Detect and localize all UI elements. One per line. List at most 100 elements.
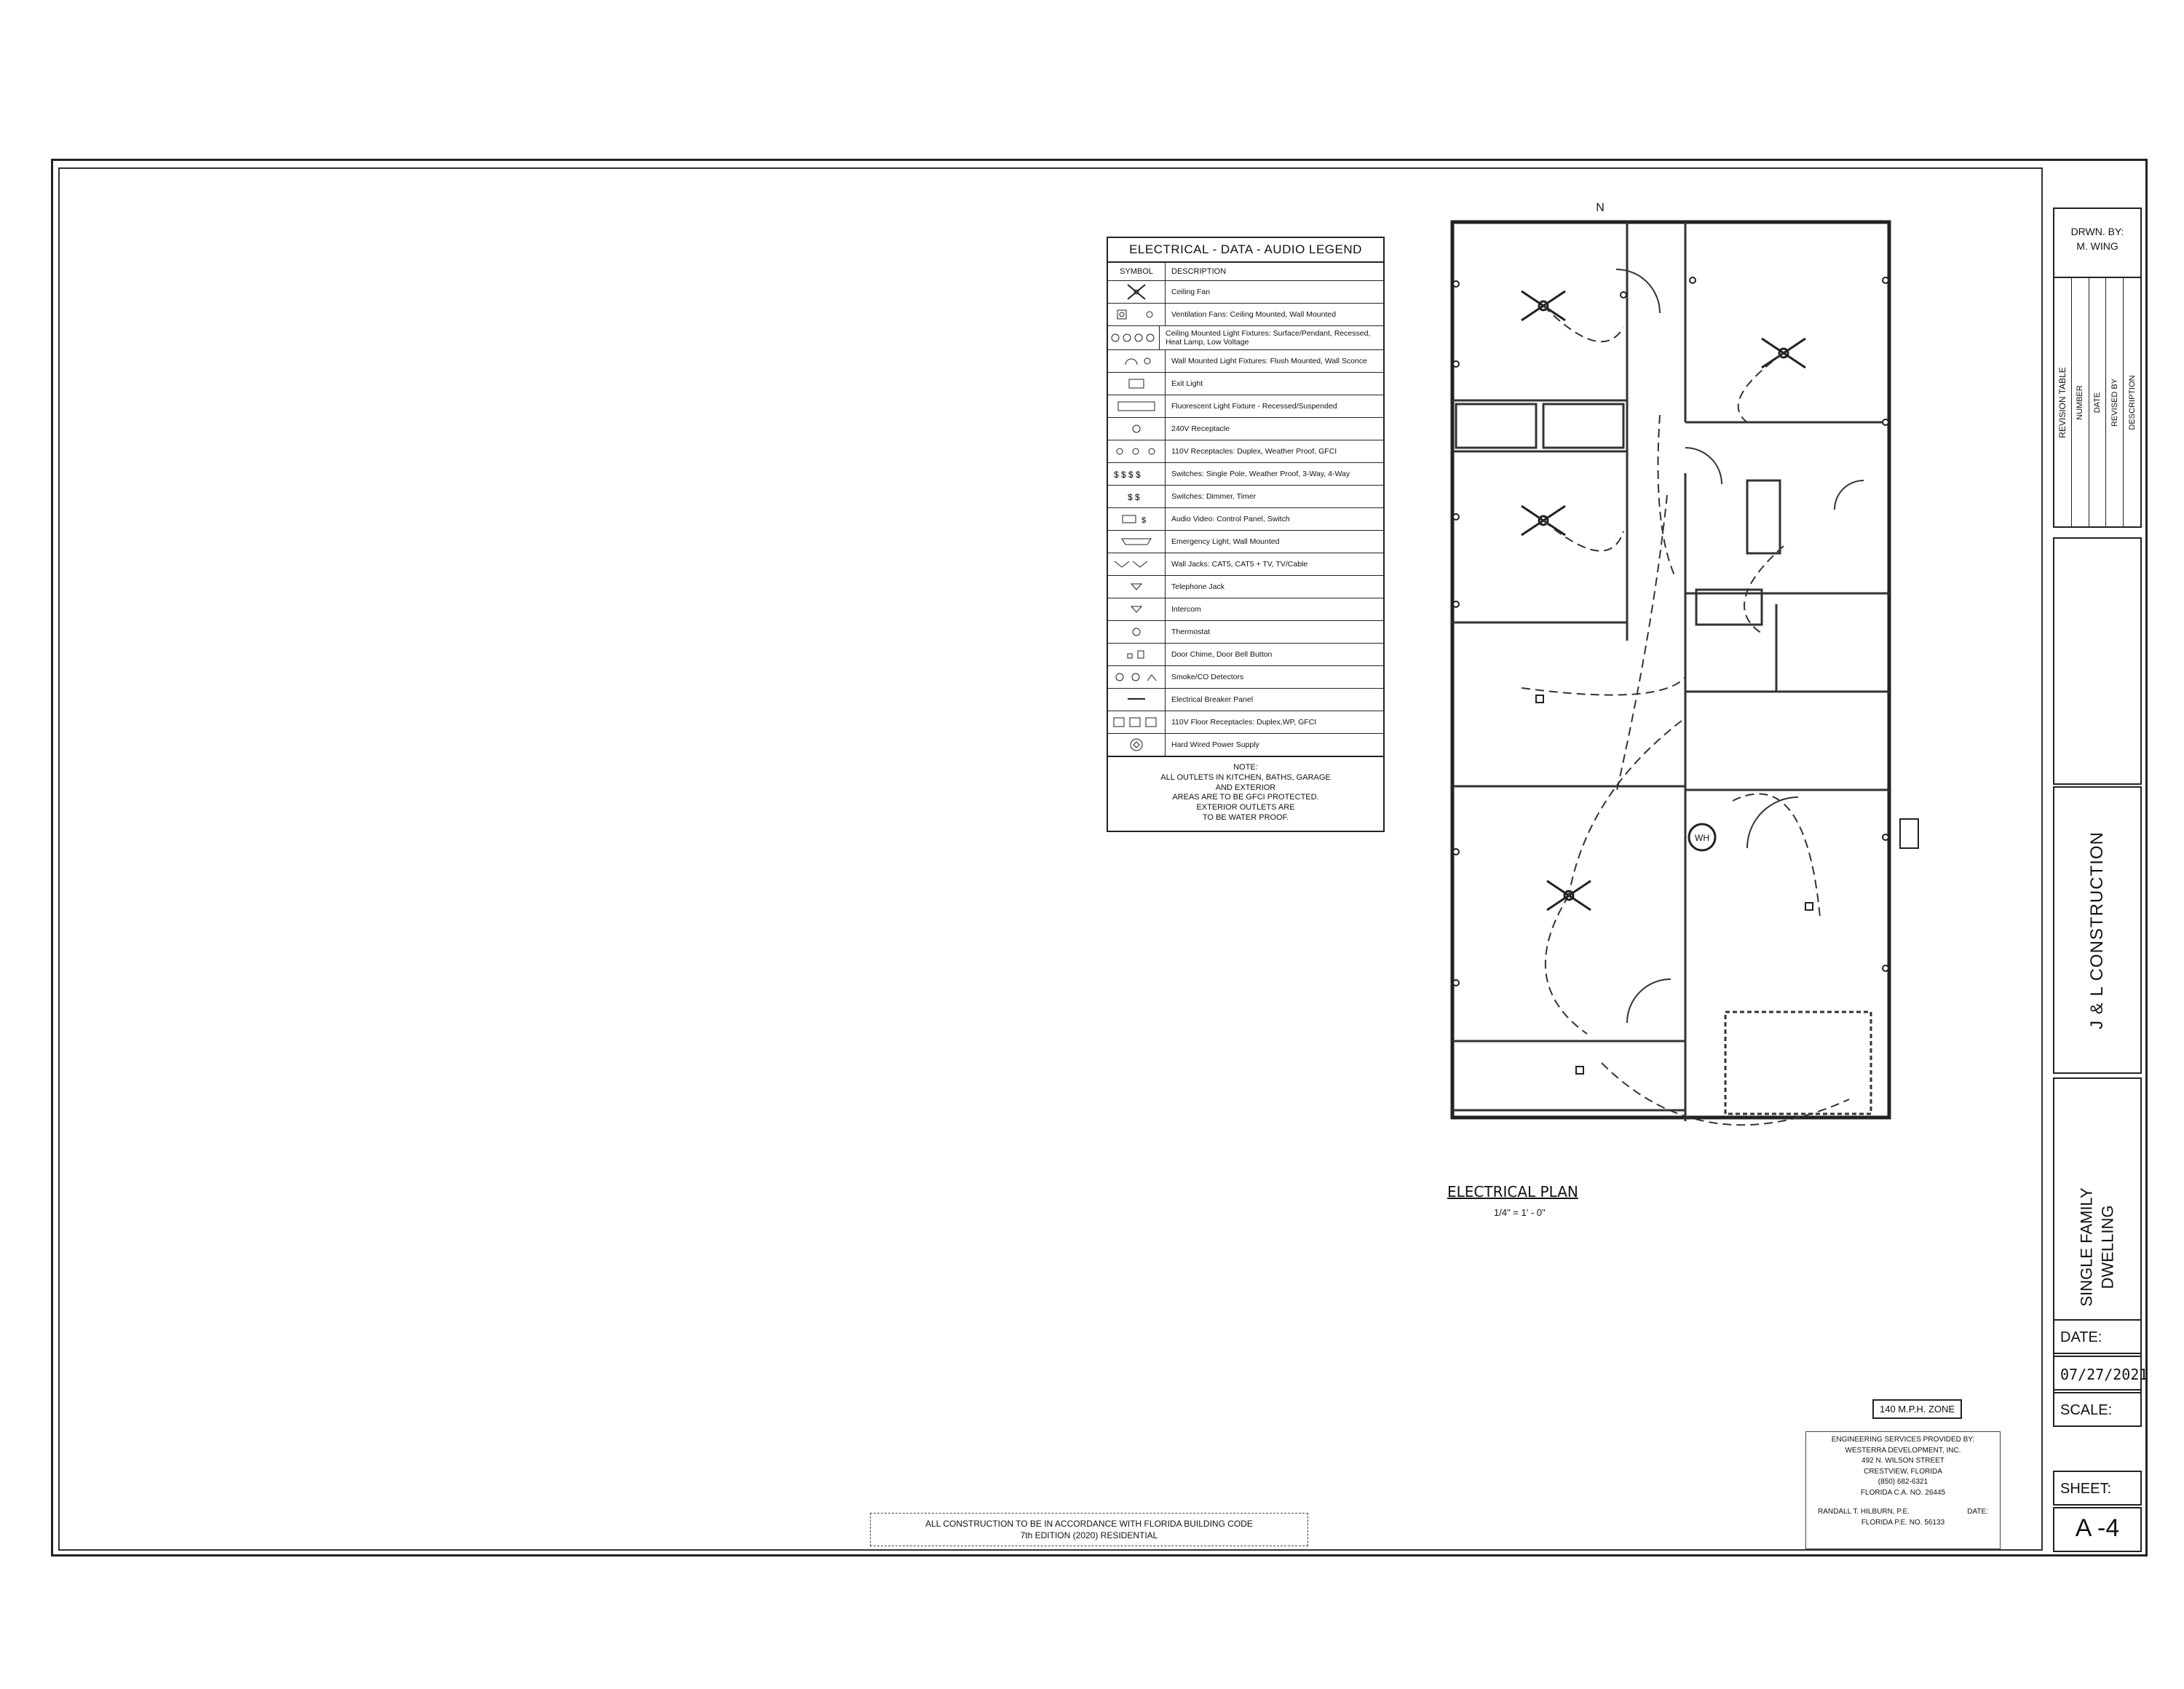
revision-col-description: DESCRIPTION: [2127, 374, 2137, 430]
engineer-date-label: DATE:: [1967, 1508, 1988, 1516]
sheet-label: SHEET:: [2060, 1481, 2112, 1497]
engineering-stamp-block: ENGINEERING SERVICES PROVIDED BY:WESTERR…: [1805, 1431, 2001, 1549]
legend-row: Ceiling Mounted Light Fixtures: Surface/…: [1108, 326, 1383, 351]
exit-light-icon: [1108, 373, 1166, 395]
revision-col-number: NUMBER: [2076, 384, 2085, 420]
company-cell: J & L CONSTRUCTION: [2053, 786, 2142, 1074]
sheet-number-cell: A -4: [2053, 1507, 2142, 1552]
intercom-icon: [1108, 598, 1166, 621]
legend-description: Telephone Jack: [1171, 582, 1224, 592]
electrical-floor-plan: WH N: [1450, 202, 1919, 1126]
wind-zone-label: 140 M.P.H. ZONE: [1872, 1399, 1963, 1419]
water-heater: [1688, 823, 1717, 852]
legend-description: Ventilation Fans: Ceiling Mounted, Wall …: [1171, 309, 1337, 319]
engineer-name: RANDALL T. HILBURN, P.E.: [1818, 1508, 1910, 1516]
svg-text:$: $: [1142, 516, 1146, 525]
disclaimer-cell: [2053, 537, 2142, 785]
water-heater-label: WH: [1695, 833, 1709, 843]
title-block: DRWN. BY: M. WING REVISION TABLE NUMBER …: [2044, 167, 2148, 1555]
legend-description: Smoke/CO Detectors: [1171, 673, 1244, 682]
legend-description: Door Chime, Door Bell Button: [1171, 650, 1273, 660]
legend-description: Emergency Light, Wall Mounted: [1171, 537, 1280, 547]
company-name: J & L CONSTRUCTION: [2087, 831, 2107, 1029]
electrical-meter: [1899, 818, 1919, 849]
breaker-panel-icon: [1108, 689, 1166, 711]
electrical-legend: ELECTRICAL - DATA - AUDIO LEGEND SYMBOL …: [1107, 237, 1385, 832]
floor-receptacle-icon: [1108, 711, 1166, 734]
project-name: SINGLE FAMILY DWELLING: [2077, 1187, 2116, 1307]
telephone-jack-icon: [1108, 576, 1166, 598]
exterior-wall: [1450, 220, 1891, 1120]
legend-col-description: DESCRIPTION: [1171, 267, 1227, 276]
revision-table: REVISION TABLE NUMBER DATE REVISED BY DE…: [2053, 277, 2142, 528]
drawing-area-border: [58, 167, 2043, 1551]
legend-row: Ventilation Fans: Ceiling Mounted, Wall …: [1108, 304, 1383, 326]
ceiling-fan-icon: [1108, 281, 1166, 303]
legend-description: Ceiling Mounted Light Fixtures: Surface/…: [1166, 329, 1371, 347]
legend-description: 240V Receptacle: [1171, 424, 1230, 434]
scale-label: SCALE:: [2060, 1402, 2113, 1418]
drawn-by-cell: DRWN. BY: M. WING: [2053, 207, 2142, 288]
legend-description: Electrical Breaker Panel: [1171, 695, 1254, 705]
receptacle-110v-icon: [1108, 440, 1166, 463]
legend-row: Door Chime, Door Bell Button: [1108, 644, 1383, 667]
receptacle-240v-icon: [1108, 418, 1166, 440]
legend-description: Intercom: [1171, 605, 1201, 614]
engineering-info: ENGINEERING SERVICES PROVIDED BY:WESTERR…: [1831, 1436, 1975, 1497]
date-label-cell: DATE:: [2053, 1319, 2142, 1354]
revision-col-date: DATE: [2092, 392, 2102, 413]
sheet-number: A -4: [2075, 1514, 2120, 1542]
power-supply-icon: [1108, 734, 1166, 756]
legend-row: 240V Receptacle: [1108, 418, 1383, 441]
date-label: DATE:: [2060, 1329, 2102, 1345]
legend-row: 110V Floor Receptacles: Duplex,WP, GFCI: [1108, 711, 1383, 735]
svg-text:$ $ $ $: $ $ $ $: [1114, 470, 1141, 480]
revision-table-header: REVISION TABLE: [2054, 278, 2072, 526]
svg-text:$ $: $ $: [1128, 492, 1140, 502]
legend-description: 110V Floor Receptacles: Duplex,WP, GFCI: [1171, 718, 1317, 727]
legend-description: Audio Video: Control Panel, Switch: [1171, 515, 1290, 524]
legend-row: Emergency Light, Wall Mounted: [1108, 531, 1383, 554]
engineer-signature-line: RANDALL T. HILBURN, P.E. DATE:: [1806, 1498, 2000, 1518]
legend-row: Wall Mounted Light Fixtures: Flush Mount…: [1108, 350, 1383, 373]
sheet-label-cell: SHEET:: [2053, 1471, 2142, 1506]
audio-video-icon: $: [1108, 508, 1166, 531]
legend-row: Intercom: [1108, 598, 1383, 622]
legend-description: Switches: Dimmer, Timer: [1171, 492, 1257, 502]
building-code-note: ALL CONSTRUCTION TO BE IN ACCORDANCE WIT…: [870, 1513, 1308, 1547]
date-value: 07/27/2021: [2060, 1366, 2148, 1383]
legend-row: Smoke/CO Detectors: [1108, 666, 1383, 689]
legend-description: Wall Jacks: CAT5, CAT5 + TV, TV/Cable: [1171, 560, 1308, 569]
switch-icon: $ $ $ $: [1108, 463, 1166, 486]
legend-description: Hard Wired Power Supply: [1171, 740, 1259, 750]
legend-description: Switches: Single Pole, Weather Proof, 3-…: [1171, 470, 1350, 479]
legend-row: Fluorescent Light Fixture - Recessed/Sus…: [1108, 395, 1383, 419]
ceiling-light-icon: [1108, 326, 1160, 350]
legend-description: Fluorescent Light Fixture - Recessed/Sus…: [1171, 402, 1337, 411]
north-arrow: N: [1596, 202, 1605, 214]
door-chime-icon: [1108, 644, 1166, 666]
wall-light-icon: [1108, 350, 1166, 373]
wall-jack-icon: [1108, 553, 1166, 576]
ventilation-fan-icon: [1108, 304, 1166, 325]
plan-scale: 1/4" = 1' - 0": [1494, 1207, 1546, 1218]
thermostat-icon: [1108, 621, 1166, 644]
legend-row: $ $ $ $ Switches: Single Pole, Weather Pr…: [1108, 463, 1383, 486]
revision-table-title: REVISION TABLE: [2057, 366, 2068, 438]
legend-note: NOTE:ALL OUTLETS IN KITCHEN, BATHS, GARA…: [1108, 756, 1383, 831]
drawn-by-value: M. WING: [2076, 240, 2118, 252]
legend-description: Ceiling Fan: [1171, 287, 1211, 296]
legend-row: 110V Receptacles: Duplex, Weather Proof,…: [1108, 440, 1383, 464]
engineer-license: FLORIDA P.E. NO. 56133: [1861, 1518, 1945, 1527]
legend-row: Ceiling Fan: [1108, 281, 1383, 304]
sheet-border: [51, 159, 2148, 1557]
building-code-text: ALL CONSTRUCTION TO BE IN ACCORDANCE WIT…: [925, 1519, 1253, 1541]
legend-row: Wall Jacks: CAT5, CAT5 + TV, TV/Cable: [1108, 553, 1383, 577]
drawn-by-label: DRWN. BY:: [2070, 226, 2124, 237]
legend-row: Hard Wired Power Supply: [1108, 734, 1383, 757]
legend-row: Thermostat: [1108, 621, 1383, 644]
fluorescent-light-icon: [1108, 395, 1166, 418]
date-value-cell: 07/27/2021: [2053, 1356, 2148, 1391]
legend-title: ELECTRICAL - DATA - AUDIO LEGEND: [1108, 238, 1383, 263]
